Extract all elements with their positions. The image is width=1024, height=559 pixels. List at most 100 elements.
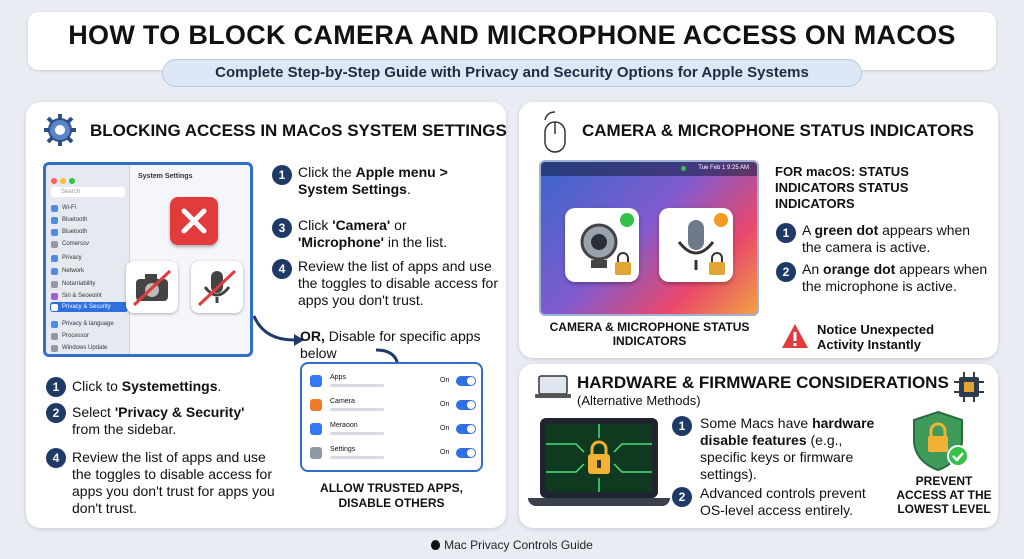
app-toggle-switch[interactable]	[456, 400, 476, 410]
app-name: Apps	[330, 374, 346, 381]
laptop-icon	[535, 375, 571, 398]
step-text-bold: 'Camera'	[332, 217, 391, 233]
sidebar-item-privacy-security[interactable]: Privacy & Security	[50, 302, 128, 312]
step-text-bold: green dot	[814, 222, 879, 238]
system-settings-window: Search Wi-Fi Bluetooth Bluetooth Comerss…	[43, 162, 253, 357]
menu-bar	[541, 162, 757, 176]
page-title: HOW TO BLOCK CAMERA AND MICROPHONE ACCES…	[68, 20, 956, 50]
app-name: Settings	[330, 446, 356, 453]
app-icon	[310, 375, 322, 387]
step-text-part: .	[217, 378, 222, 394]
step-text-part: Click the	[298, 164, 356, 180]
menu-bar-clock: Tue Feb 1 9:25 AM	[698, 165, 749, 171]
arrow-icon	[252, 315, 304, 346]
step-text-part: Select	[72, 404, 115, 420]
step-text: Review the list of apps and use the togg…	[72, 449, 275, 516]
blocked-x-icon	[170, 197, 218, 245]
footer: Mac Privacy Controls Guide	[0, 538, 1024, 552]
sidebar-item-label: Windows Update	[62, 345, 108, 351]
hardware-item-text: Some Macs have hardware disable features…	[700, 415, 890, 483]
step-text: Select 'Privacy & Security' from the sid…	[72, 404, 272, 438]
step-text: Click the Apple menu > System Settings.	[298, 164, 483, 198]
step-text-part: Click to	[72, 378, 122, 394]
toggle-caption: ALLOW TRUSTED APPS, DISABLE OTHERS	[320, 481, 463, 510]
menu-bar-green-dot	[681, 166, 686, 171]
sidebar-search[interactable]: Search	[51, 187, 125, 197]
toggle-state: On	[440, 377, 450, 384]
desktop-screenshot: Tue Feb 1 9:25 AM	[539, 160, 759, 316]
page-subtitle: Complete Step-by-Step Guide with Privacy…	[215, 64, 809, 81]
step-text-part: appears when the camera is active.	[802, 222, 971, 255]
or-description: Disable for specific apps below	[300, 328, 481, 361]
sidebar-item[interactable]: Network	[50, 266, 128, 276]
step-badge: 1	[776, 223, 796, 243]
footer-text: Mac Privacy Controls Guide	[444, 538, 593, 552]
toggle-state: On	[440, 401, 450, 408]
or-text: OR, Disable for specific apps below	[300, 328, 485, 362]
sidebar-item[interactable]: Privacy	[50, 253, 128, 263]
sidebar-item[interactable]: Privacy & language	[50, 319, 128, 329]
hardware-item-text: Advanced controls prevent OS-level acces…	[700, 485, 866, 518]
gear-icon	[44, 114, 76, 146]
camera-status-icon	[565, 208, 639, 282]
sidebar-item-label: Privacy & Security	[62, 304, 111, 310]
toggle-state: On	[440, 425, 450, 432]
sidebar-item[interactable]: Comerssv	[50, 239, 128, 249]
sidebar-item[interactable]: Bluetooth	[50, 227, 128, 237]
sidebar-item[interactable]: Siri & Seoeoint	[50, 291, 128, 301]
status-item-text: An orange dot appears when the microphon…	[802, 261, 992, 295]
app-toggle-row: Meraoon On	[310, 420, 476, 440]
sidebar-item[interactable]: Notarriability	[50, 279, 128, 289]
app-icon	[310, 423, 322, 435]
chip-icon	[954, 372, 984, 402]
step-text-bold: hardware disable features	[700, 415, 875, 448]
sidebar-item-label: Notarriability	[62, 281, 96, 287]
sidebar-item[interactable]: Wi-Fi	[50, 203, 128, 213]
step-text-bold: 'Microphone'	[298, 234, 384, 250]
settings-sidebar: Search Wi-Fi Bluetooth Bluetooth Comerss…	[46, 165, 130, 354]
sidebar-item[interactable]: Bluetooth	[50, 215, 128, 225]
sidebar-item[interactable]: Windows Update	[50, 343, 128, 353]
step-text-bold: orange dot	[823, 261, 896, 277]
notice-text: Notice Unexpected Activity Instantly	[817, 322, 935, 352]
step-badge: 1	[672, 416, 692, 436]
hardware-subheading: (Alternative Methods)	[577, 393, 701, 408]
app-toggle-row: Settings On	[310, 444, 476, 464]
step-text-part: in the list.	[384, 234, 448, 250]
camera-blocked-icon	[126, 261, 178, 313]
step-text-part: .	[406, 181, 411, 197]
app-name: Camera	[330, 398, 355, 405]
laptop-lock-illustration	[540, 418, 658, 498]
toggle-state: On	[440, 449, 450, 456]
app-toggle-switch[interactable]	[456, 424, 476, 434]
step-text: Click to Systemettings.	[72, 378, 272, 395]
step-badge: 2	[776, 262, 796, 282]
sidebar-item-label: Privacy & language	[62, 321, 114, 327]
app-toggle-switch[interactable]	[456, 448, 476, 458]
step-badge: 2	[672, 487, 692, 507]
subtitle-pill	[162, 59, 862, 87]
app-toggle-row: Camera On	[310, 396, 476, 416]
microphone-status-icon	[659, 208, 733, 282]
apple-logo-icon	[431, 540, 441, 550]
app-toggle-switch[interactable]	[456, 376, 476, 386]
step-text-part: or	[390, 217, 407, 233]
camera-app-icon	[310, 399, 322, 411]
step-badge: 2	[46, 403, 66, 423]
sidebar-item-label: Processor	[62, 333, 90, 339]
step-text-part: An	[802, 261, 824, 277]
sidebar-item[interactable]: Processor	[50, 331, 128, 341]
settings-app-icon	[310, 447, 322, 459]
microphone-blocked-icon	[191, 261, 243, 313]
or-label: OR,	[300, 328, 325, 344]
status-subheading: FOR macOS: STATUS INDICATORS STATUS INDI…	[775, 164, 909, 211]
app-name: Meraoon	[330, 422, 358, 429]
laptop-base	[528, 498, 670, 506]
sidebar-item-label: Bluetooth	[62, 217, 88, 223]
step-text-part: Some Macs have	[700, 415, 813, 431]
sidebar-item-label: Network	[62, 268, 85, 274]
step-text-part: appears when the microphone is active.	[802, 261, 988, 294]
step-text: Review the list of apps and use the togg…	[298, 258, 499, 308]
status-heading: CAMERA & MICROPHONE STATUS INDICATORS	[582, 121, 974, 140]
circuit-screen	[546, 424, 652, 492]
